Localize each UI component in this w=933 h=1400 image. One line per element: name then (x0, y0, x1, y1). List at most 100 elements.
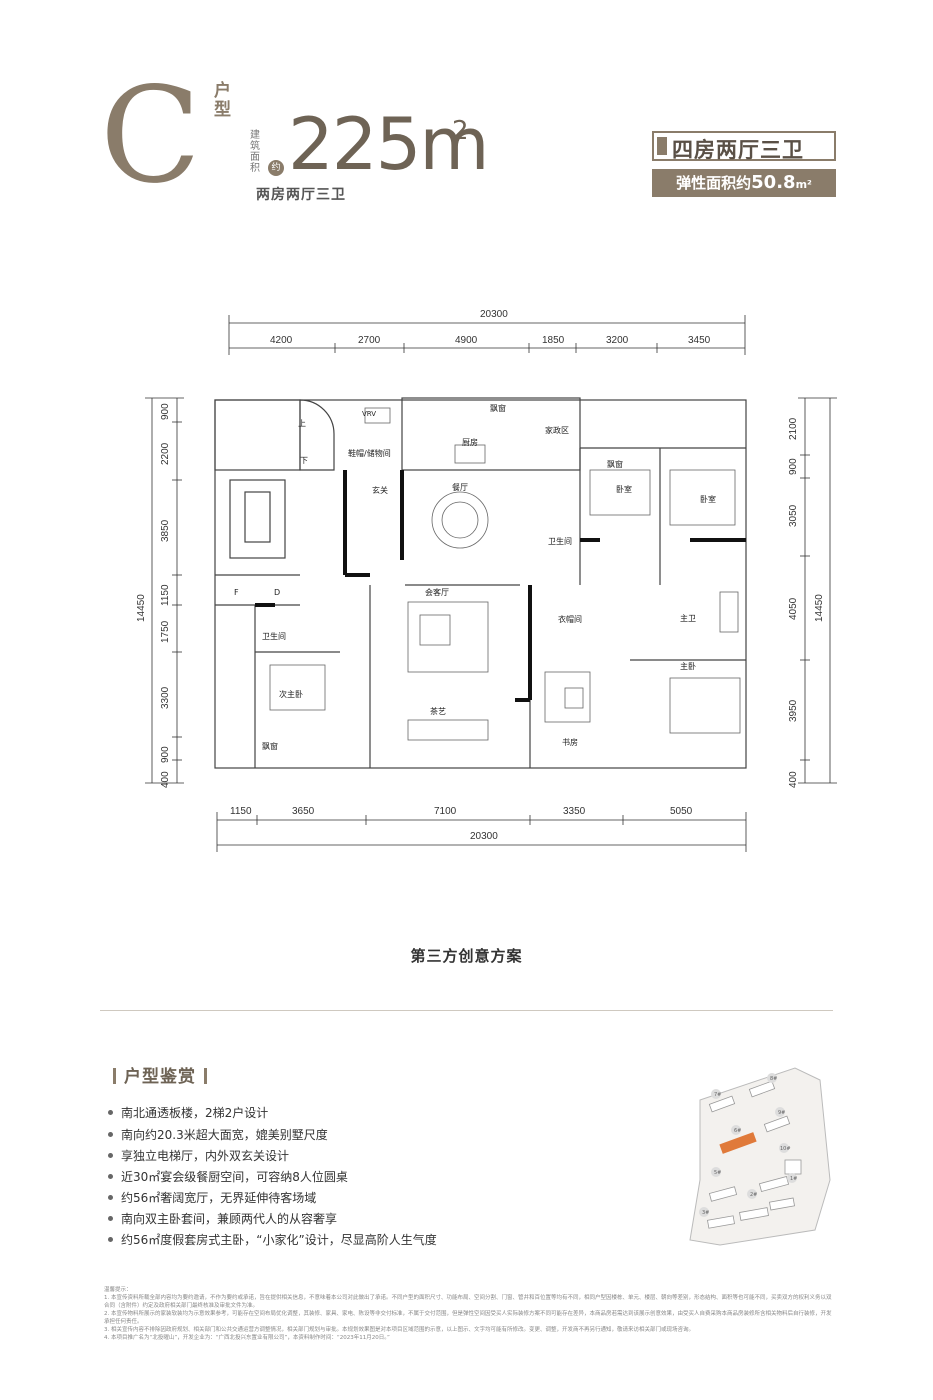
room-tea: 茶艺 (430, 707, 446, 716)
dim-right-6: 400 (788, 771, 799, 788)
dim-left-7: 900 (160, 746, 171, 763)
room-bath-mid: 卫生间 (548, 537, 572, 546)
room-d: D (274, 588, 281, 597)
dim-left-6: 3300 (160, 686, 171, 709)
section-divider (100, 1010, 833, 1011)
dim-bottom-4: 3350 (563, 806, 586, 817)
area-superscript: 2 (452, 116, 469, 146)
bldg-label: 9# (778, 1110, 786, 1116)
dim-left-8: 400 (160, 771, 171, 788)
room-foyer: 玄关 (372, 486, 388, 495)
disclaimer-line: 3. 相关宣传内容不排除因政府规划、相关部门和公共交通运营方调整情况，相关部门规… (104, 1327, 695, 1333)
dim-left-5: 1750 (160, 620, 171, 643)
building-labels (699, 1073, 797, 1217)
walls-outline (214, 397, 747, 769)
room-shoe-storage: 鞋帽/储物间 (348, 449, 391, 458)
room-bay-window-bed1: 飘窗 (607, 460, 623, 469)
title-bar-left (113, 1068, 116, 1084)
disclaimer-line: 温馨提示： (104, 1287, 132, 1293)
flex-area-bar: 弹性面积约50.8m² (652, 169, 836, 197)
unit-type-label: 户型 (214, 81, 231, 120)
bldg-label: 5# (714, 1170, 722, 1176)
stair-up-label: 上 (298, 419, 306, 428)
dim-right-5: 3950 (788, 699, 799, 722)
dim-top-5: 3200 (606, 335, 629, 346)
room-bedroom-1: 卧室 (616, 485, 632, 494)
flex-area-label: 弹性面积约 (676, 174, 752, 192)
room-closet: 衣帽间 (558, 615, 582, 624)
dim-top-3: 4900 (455, 335, 478, 346)
feature-item: 享独立电梯厅，内外双玄关设计 (108, 1147, 289, 1164)
dim-top-total: 20300 (480, 309, 508, 320)
bldg-label: 2# (750, 1192, 758, 1198)
dim-left-2: 2200 (160, 442, 171, 465)
dim-right-4: 4050 (788, 597, 799, 620)
room-second-master: 次主卧 (279, 690, 303, 699)
bldg-label: 8# (770, 1076, 778, 1082)
dim-bottom-3: 7100 (434, 806, 457, 817)
room-bay-window-top: 飘窗 (490, 404, 506, 413)
feature-item: 南向双主卧套间，兼顾两代人的从容奢享 (108, 1210, 337, 1227)
bldg-label: 6# (734, 1128, 742, 1134)
section-title: 户型鉴赏 (105, 1062, 215, 1087)
room-master-bath: 主卫 (680, 614, 696, 623)
dim-left-3: 3850 (160, 519, 171, 542)
unit-type-letter: C (100, 59, 201, 213)
disclaimer: 温馨提示： 1. 本宣传资料所载全部内容均为要约邀请，不作为要约或承诺，旨在提供… (104, 1286, 832, 1342)
dim-left-1: 900 (160, 403, 171, 420)
disclaimer-line: 2. 本宣传物料所展示的家装软装均为示意效果参考，可能存在空间布局优化调整，其装… (104, 1311, 832, 1317)
dim-left-4: 1150 (160, 584, 171, 606)
site-buildings (707, 1080, 802, 1229)
dim-right-2: 900 (788, 458, 799, 475)
room-dining: 餐厅 (452, 483, 468, 492)
feature-item: 南向约20.3米超大面宽，媲美别墅尺度 (108, 1126, 328, 1143)
site-plan (689, 1067, 831, 1246)
plan-caption: 第三方创意方案 (410, 947, 523, 965)
section-title-text: 户型鉴赏 (124, 1067, 196, 1087)
room-master-bedroom: 主卧 (680, 662, 696, 671)
feature-item: 南北通透板楼，2梯2户设计 (108, 1104, 268, 1121)
room-f: F (234, 588, 239, 597)
bldg-label: 3# (702, 1210, 710, 1216)
room-housekeeping: 家政区 (545, 426, 569, 435)
original-layout: 两房两厅三卫 (256, 187, 346, 203)
bldg-label: 7# (714, 1092, 722, 1098)
room-bay-window-bottom: 飘窗 (262, 742, 278, 751)
room-bath-left: 卫生间 (262, 632, 286, 641)
dim-top-2: 2700 (358, 335, 381, 346)
title-bar-right (204, 1068, 207, 1084)
dim-bottom-5: 5050 (670, 806, 693, 817)
dim-left-total: 14450 (136, 594, 147, 622)
structural-walls (255, 470, 746, 702)
stair-down-label: 下 (300, 456, 308, 465)
room-living: 会客厅 (425, 588, 449, 597)
area-value: 225m (288, 102, 490, 186)
current-building-highlight (719, 1132, 757, 1154)
flex-area-value: 50.8 (751, 172, 796, 193)
furniture (269, 407, 741, 741)
dim-right-1: 2100 (788, 417, 799, 440)
disclaimer-line: 4. 本项目推广名为“北投曜山”，开发企业为：“广西北投兴东置业有限公司”，本资… (104, 1335, 390, 1341)
bldg-label: 10# (780, 1146, 791, 1152)
disclaimer-line: 1. 本宣传资料所载全部内容均为要约邀请，不作为要约或承诺，旨在提供相关信息，不… (104, 1295, 832, 1301)
disclaimer-line: 承担任何责任。 (104, 1319, 143, 1325)
vrv-label: VRV (362, 410, 377, 418)
dim-bottom-total: 20300 (470, 831, 498, 842)
room-study: 书房 (562, 738, 578, 747)
dim-right-3: 3050 (788, 504, 799, 527)
feature-item: 约56㎡奢阔宽厅，无界延伸待客场域 (108, 1189, 316, 1206)
dim-bottom-2: 3650 (292, 806, 315, 817)
rooms-box-marker (657, 137, 667, 155)
dim-top-1: 4200 (270, 335, 293, 346)
disclaimer-line: 合同（含附件）约定及政府相关部门最终核准及审批文件为准。 (104, 1303, 259, 1309)
dimension-lines (145, 315, 837, 852)
flex-area-unit: m² (795, 178, 812, 191)
room-bedroom-2: 卧室 (700, 495, 716, 504)
approx-badge: 约 (268, 160, 284, 176)
room-kitchen: 厨房 (462, 438, 478, 447)
rooms-layout: 四房两厅三卫 (672, 138, 804, 162)
rooms-layout-box: 四房两厅三卫 (652, 131, 836, 162)
dim-right-total: 14450 (814, 594, 825, 622)
feature-item: 近30㎡宴会级餐厨空间，可容纳8人位圆桌 (108, 1168, 348, 1185)
